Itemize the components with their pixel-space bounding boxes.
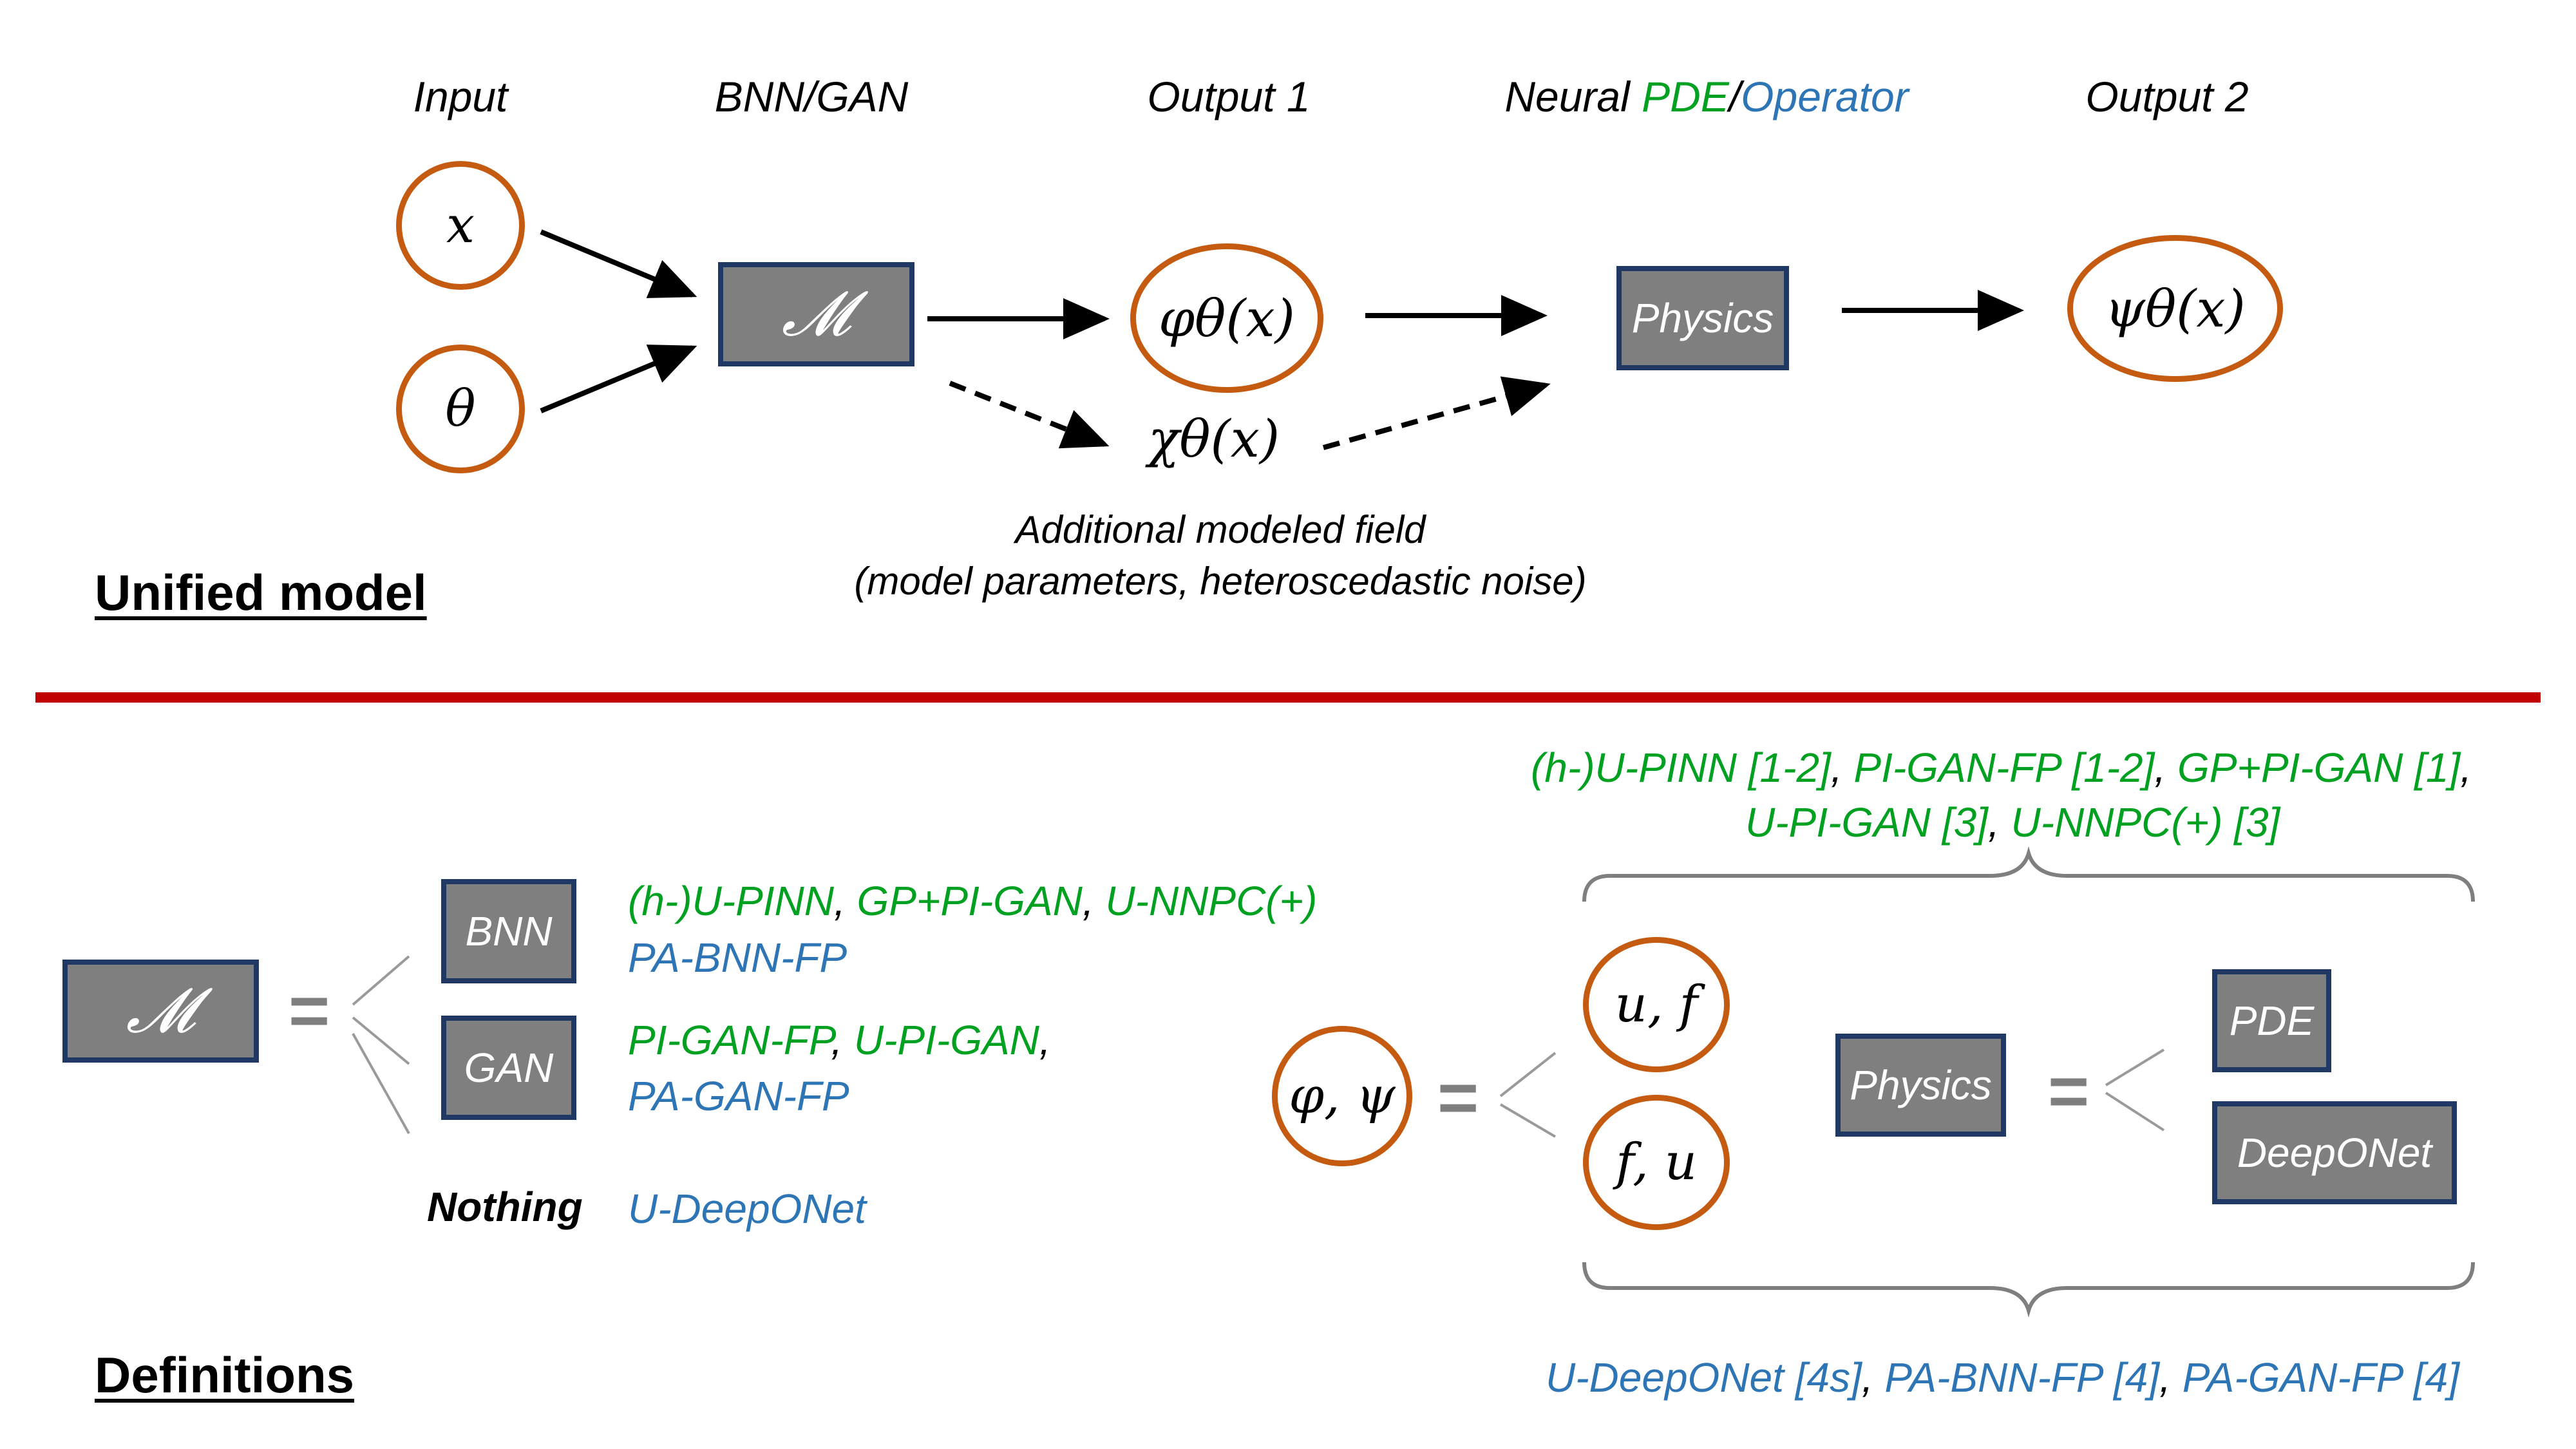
gan-methods-line1: PI-GAN-FP, U-PI-GAN, (628, 1016, 1051, 1064)
physics-branch-lines (2105, 1048, 2165, 1132)
deeponet-box: DeepONet (2212, 1101, 2457, 1204)
u-f-node: u, f (1583, 937, 1730, 1072)
ref-u-pi-gan: U-PI-GAN [3] (1745, 799, 1988, 846)
deeponet-label: DeepONet (2237, 1130, 2432, 1176)
input-x-symbol: x (446, 196, 475, 254)
psi-symbol: ψθ(x) (2105, 278, 2246, 339)
ref-pi-gan-fp: PI-GAN-FP [1-2] (1853, 744, 2155, 791)
unified-model-title: Unified model (95, 564, 427, 621)
arrow-model-to-chi (949, 381, 1110, 449)
method-h-u-pinn: (h-)U-PINN (628, 878, 834, 924)
pde-box: PDE (2212, 969, 2331, 1072)
input-x-node: x (396, 161, 525, 290)
field-branch-lines (1499, 1052, 1557, 1138)
ref-u-deeponet: U-DeepONet [4s] (1546, 1354, 1862, 1401)
physics-definition-label: Physics (1850, 1062, 1992, 1108)
psi-output-node: ψθ(x) (2067, 235, 2283, 382)
sep: , (831, 1017, 854, 1063)
slash-text: / (1728, 73, 1741, 120)
ref-gp-pi-gan: GP+PI-GAN [1] (2177, 744, 2461, 791)
phi-psi-node: φ, ψ (1272, 1026, 1412, 1166)
method-u-nnpc: U-NNPC(+) (1105, 878, 1318, 924)
method-gp-pi-gan: GP+PI-GAN (857, 878, 1083, 924)
method-u-pi-gan: U-PI-GAN (853, 1017, 1039, 1063)
gan-label: GAN (464, 1045, 554, 1091)
model-symbol-definition: 𝓜 (126, 974, 196, 1046)
input-theta-node: θ (396, 345, 525, 473)
f-u-symbol: f, u (1616, 1133, 1697, 1191)
sep: , (2154, 744, 2177, 791)
chi-field-label: χθ(x) (1148, 409, 1280, 469)
model-symbol: 𝓜 (781, 278, 851, 350)
arrow-theta-to-model (540, 345, 697, 413)
bnn-methods-line1: (h-)U-PINN, GP+PI-GAN, U-NNPC(+) (628, 877, 1317, 925)
pde-text: PDE (1642, 73, 1729, 120)
sep: , (1861, 1354, 1885, 1401)
method-pa-gan-fp: PA-GAN-FP (628, 1073, 849, 1119)
sep: , (1039, 1017, 1051, 1063)
field-equals-sign: = (1437, 1058, 1479, 1137)
physics-box-definition: Physics (1835, 1034, 2006, 1137)
model-branch-lines (352, 955, 410, 1134)
method-pi-gan-fp: PI-GAN-FP (628, 1017, 831, 1063)
sep: , (1082, 878, 1106, 924)
model-box: 𝓜 (718, 262, 914, 366)
sep: , (2159, 1354, 2183, 1401)
arrow-chi-to-physics (1322, 376, 1551, 450)
phi-psi-symbol: φ, ψ (1289, 1067, 1396, 1125)
nothing-label: Nothing (427, 1184, 583, 1230)
f-u-node: f, u (1583, 1095, 1730, 1230)
ref-u-nnpc: U-NNPC(+) [3] (2011, 799, 2280, 846)
model-box-definition: 𝓜 (62, 960, 259, 1063)
phi-symbol: φθ(x) (1159, 288, 1295, 348)
operator-text: Operator (1741, 73, 1909, 120)
ref-h-u-pinn: (h-)U-PINN [1-2] (1531, 744, 1831, 791)
neural-pde-operator-header: Neural PDE/Operator (1504, 72, 1908, 121)
bnn-box: BNN (441, 879, 576, 983)
method-u-deeponet: U-DeepONet (628, 1186, 866, 1232)
gan-box: GAN (441, 1016, 576, 1120)
bottom-refs-line: U-DeepONet [4s], PA-BNN-FP [4], PA-GAN-F… (1546, 1354, 2459, 1401)
ref-pa-gan-fp: PA-GAN-FP [4] (2182, 1354, 2459, 1401)
input-theta-symbol: θ (445, 380, 476, 438)
sep: , (833, 878, 857, 924)
neural-text: Neural (1504, 73, 1642, 120)
physics-box-label: Physics (1631, 295, 1774, 341)
definitions-title: Definitions (95, 1347, 354, 1403)
arrow-x-to-model (540, 229, 697, 298)
sep: , (1987, 799, 2011, 846)
bnn-label: BNN (465, 908, 553, 954)
sep: , (2460, 744, 2472, 791)
sep: , (1830, 744, 1854, 791)
pde-label: PDE (2229, 998, 2315, 1044)
bottom-curly-brace (1582, 1262, 2475, 1318)
output1-header: Output 1 (1147, 73, 1311, 120)
top-curly-brace (1582, 846, 2475, 902)
top-refs-line1: (h-)U-PINN [1-2], PI-GAN-FP [1-2], GP+PI… (1531, 744, 2472, 791)
output2-header: Output 2 (2085, 73, 2249, 120)
method-pa-bnn-fp: PA-BNN-FP (628, 934, 848, 981)
phi-output-node: φθ(x) (1130, 243, 1323, 393)
top-refs-line2: U-PI-GAN [3], U-NNPC(+) [3] (1745, 799, 2280, 846)
additional-field-note-line2: (model parameters, heteroscedastic noise… (854, 560, 1587, 603)
physics-equals-sign: = (2048, 1052, 2090, 1131)
bnn-gan-header: BNN/GAN (714, 73, 909, 120)
physics-box: Physics (1616, 266, 1789, 370)
input-header: Input (413, 73, 508, 120)
u-f-symbol: u, f (1615, 976, 1698, 1034)
model-equals-sign: = (289, 971, 330, 1050)
ref-pa-bnn-fp: PA-BNN-FP [4] (1884, 1354, 2160, 1401)
additional-field-note-line1: Additional modeled field (1015, 508, 1426, 551)
